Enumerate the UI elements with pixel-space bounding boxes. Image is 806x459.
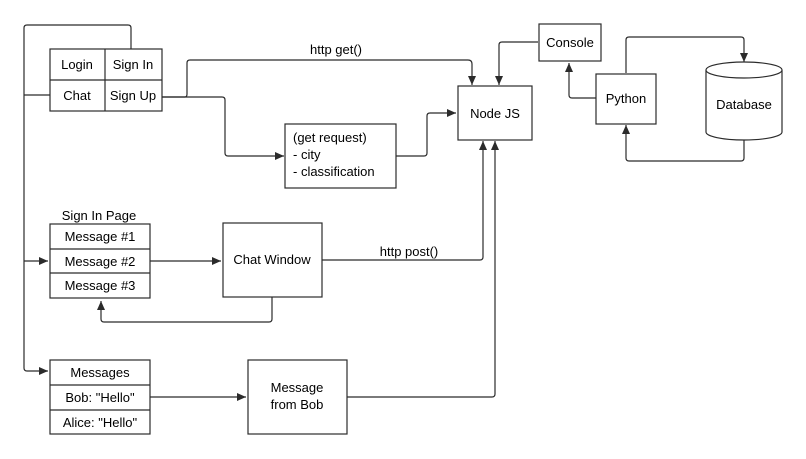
console-label: Console: [546, 35, 594, 50]
edge-python-to-database: [625, 36, 748, 73]
database-label: Database: [716, 97, 772, 112]
console-box: Console: [538, 23, 602, 62]
message-3-row[interactable]: Message #3: [65, 278, 136, 293]
sign-in-page-list: Sign In Page Message #1 Message #2 Messa…: [49, 208, 151, 299]
database-cylinder: Database: [705, 61, 783, 141]
get-request-line-2: - city: [293, 147, 321, 162]
python-label: Python: [606, 91, 646, 106]
get-request-line-1: (get request): [293, 130, 367, 145]
edge-http-post: [322, 141, 487, 261]
edge-signup-to-get-request: [162, 96, 284, 160]
edge-http-get: [162, 59, 476, 98]
alice-hello-row[interactable]: Alice: "Hello": [63, 415, 138, 430]
edge-python-to-console: [565, 63, 596, 99]
sign-in-cell[interactable]: Sign In: [113, 57, 153, 72]
message-from-bob-line-1: Message: [271, 380, 324, 395]
http-post-label: http post(): [380, 244, 439, 259]
python-box: Python: [595, 73, 657, 125]
http-get-label: http get(): [310, 42, 362, 57]
node-js-label: Node JS: [470, 106, 520, 121]
edge-message-from-bob-to-node: [347, 141, 499, 398]
get-request-box: (get request) - city - classification: [284, 123, 397, 189]
chat-cell[interactable]: Chat: [63, 88, 91, 103]
edge-get-request-to-node: [396, 109, 456, 157]
auth-menu-table: Login Sign In Chat Sign Up: [49, 48, 163, 112]
node-js-box: Node JS: [457, 85, 533, 141]
sign-in-page-title: Sign In Page: [62, 208, 136, 223]
message-2-row[interactable]: Message #2: [65, 254, 136, 269]
login-cell[interactable]: Login: [61, 57, 93, 72]
edge-database-to-python: [622, 125, 745, 162]
edge-login-trunk: [23, 24, 132, 372]
chat-window-label: Chat Window: [233, 252, 311, 267]
sign-up-cell[interactable]: Sign Up: [110, 88, 156, 103]
message-from-bob-box: Message from Bob: [247, 359, 348, 435]
edge-chat-window-to-message3: [97, 297, 273, 323]
chat-window-box: Chat Window: [222, 222, 323, 298]
edge-console-to-node: [495, 41, 538, 85]
messages-list: Messages Bob: "Hello" Alice: "Hello": [49, 359, 151, 435]
bob-hello-row[interactable]: Bob: "Hello": [65, 390, 135, 405]
message-1-row[interactable]: Message #1: [65, 229, 136, 244]
get-request-line-3: - classification: [293, 164, 375, 179]
messages-title: Messages: [70, 365, 130, 380]
message-from-bob-line-2: from Bob: [271, 397, 324, 412]
